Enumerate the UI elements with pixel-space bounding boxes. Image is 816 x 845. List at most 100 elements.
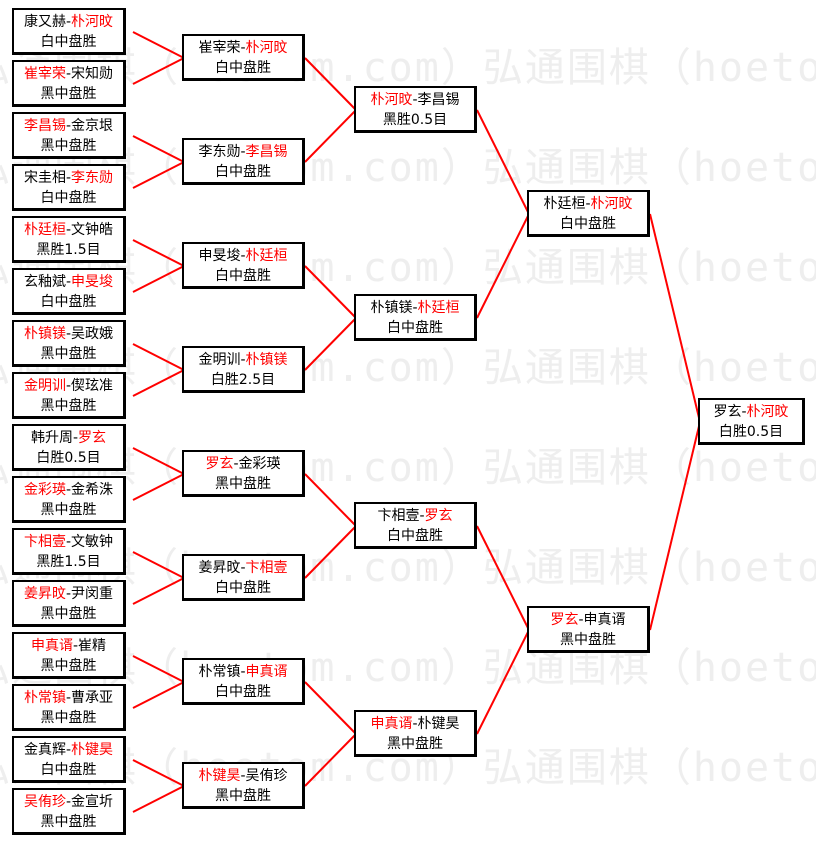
match-result: 白中盘胜 xyxy=(215,580,271,596)
match-result: 白中盘胜 xyxy=(40,762,97,778)
player-1-name: 韩升周 xyxy=(30,430,73,446)
player-2-name: 朴河旼 xyxy=(71,14,114,30)
player-2-name: 朴镇镁 xyxy=(245,352,288,368)
player-2-name: 文钟皓 xyxy=(71,222,114,238)
player-1-name: 朴镇镁 xyxy=(370,300,413,316)
player-1-name: 罗玄 xyxy=(713,404,742,420)
match-players: 金真辉-朴键昊 xyxy=(14,740,123,760)
match-players: 卞相壹-文敏钟 xyxy=(14,532,123,552)
versus-dash: - xyxy=(240,40,246,56)
match-box: 朴镇镁-吴政娥黑中盘胜 xyxy=(12,320,126,367)
player-1-name: 朴键昊 xyxy=(198,768,241,784)
player-2-name: 申真谞 xyxy=(245,664,288,680)
match-players: 罗玄-申真谞 xyxy=(529,610,647,630)
match-box: 金彩瑛-金希洙黑中盘胜 xyxy=(12,476,126,523)
match-box: 韩升周-罗玄白胜0.5目 xyxy=(12,424,126,471)
player-2-name: 金彩瑛 xyxy=(238,456,281,472)
versus-dash: - xyxy=(65,66,72,82)
player-1-name: 朴廷桓 xyxy=(543,196,586,212)
player-2-name: 朴键昊 xyxy=(71,742,114,758)
match-box: 卞相壹-文敏钟黑胜1.5目 xyxy=(12,528,126,575)
match-box: 玄釉斌-申旻埈白中盘胜 xyxy=(12,268,126,315)
match-box: 李昌锡-金京垠黑中盘胜 xyxy=(12,112,126,159)
versus-dash: - xyxy=(72,430,79,446)
player-1-name: 金真辉 xyxy=(23,742,66,758)
match-players: 金彩瑛-金希洙 xyxy=(14,480,123,500)
player-1-name: 卞相壹 xyxy=(23,534,66,550)
match-result: 黑中盘胜 xyxy=(40,502,97,518)
match-players: 金明训-偰玹准 xyxy=(14,376,123,396)
match-result: 白中盘胜 xyxy=(40,190,97,206)
match-box: 朴键昊-吴侑珍黑中盘胜 xyxy=(182,762,305,809)
match-players: 吴侑珍-金宣圻 xyxy=(14,792,123,812)
player-1-name: 金彩瑛 xyxy=(23,482,66,498)
player-1-name: 金明训 xyxy=(198,352,241,368)
player-2-name: 李昌锡 xyxy=(245,144,288,160)
versus-dash: - xyxy=(72,638,79,654)
match-result: 黑中盘胜 xyxy=(215,476,271,492)
match-players: 卞相壹-罗玄 xyxy=(356,506,474,526)
versus-dash: - xyxy=(65,118,72,134)
versus-dash: - xyxy=(65,794,72,810)
versus-dash: - xyxy=(412,92,418,108)
match-result: 黑中盘胜 xyxy=(40,606,97,622)
match-box: 朴常镇-申真谞白中盘胜 xyxy=(182,658,305,705)
match-box: 罗玄-朴河旼白胜0.5目 xyxy=(698,398,805,445)
player-1-name: 朴镇镁 xyxy=(23,326,66,342)
match-result: 黑中盘胜 xyxy=(40,346,97,362)
match-result: 白胜0.5目 xyxy=(718,424,784,440)
player-2-name: 朴河旼 xyxy=(746,404,789,420)
versus-dash: - xyxy=(65,482,72,498)
match-box: 朴常镇-曹承亚黑中盘胜 xyxy=(12,684,126,731)
player-1-name: 李昌锡 xyxy=(23,118,66,134)
player-2-name: 吴政娥 xyxy=(71,326,114,342)
match-result: 白中盘胜 xyxy=(387,528,443,544)
match-result: 白中盘胜 xyxy=(40,294,97,310)
match-result: 黑中盘胜 xyxy=(560,632,616,648)
player-1-name: 朴常镇 xyxy=(198,664,241,680)
versus-dash: - xyxy=(240,768,246,784)
player-2-name: 崔精 xyxy=(78,638,107,654)
match-players: 崔宰荣-朴河旼 xyxy=(184,38,302,58)
match-box: 朴镇镁-朴廷桓白中盘胜 xyxy=(354,294,477,341)
player-1-name: 吴侑珍 xyxy=(23,794,66,810)
player-1-name: 崔宰荣 xyxy=(23,66,66,82)
match-players: 申旻埈-朴廷桓 xyxy=(184,246,302,266)
versus-dash: - xyxy=(65,534,72,550)
player-2-name: 金京垠 xyxy=(71,118,114,134)
match-players: 朴键昊-吴侑珍 xyxy=(184,766,302,786)
player-1-name: 金明训 xyxy=(23,378,66,394)
match-players: 朴廷桓-文钟皓 xyxy=(14,220,123,240)
match-box: 朴廷桓-朴河旼白中盘胜 xyxy=(527,190,650,237)
match-box: 申真谞-朴键昊黑中盘胜 xyxy=(354,710,477,757)
player-1-name: 康又赫 xyxy=(23,14,66,30)
player-2-name: 李昌锡 xyxy=(417,92,460,108)
player-2-name: 朴河旼 xyxy=(590,196,633,212)
versus-dash: - xyxy=(578,612,584,628)
player-1-name: 朴常镇 xyxy=(23,690,66,706)
versus-dash: - xyxy=(65,222,72,238)
versus-dash: - xyxy=(65,14,72,30)
match-result: 白胜2.5目 xyxy=(210,372,276,388)
versus-dash: - xyxy=(65,742,72,758)
match-players: 姜昇旼-卞相壹 xyxy=(184,558,302,578)
match-players: 韩升周-罗玄 xyxy=(14,428,123,448)
match-players: 宋圭相-李东勋 xyxy=(14,168,123,188)
player-1-name: 卞相壹 xyxy=(377,508,420,524)
player-1-name: 申真谞 xyxy=(30,638,73,654)
match-players: 朴常镇-申真谞 xyxy=(184,662,302,682)
versus-dash: - xyxy=(240,144,246,160)
match-box: 金真辉-朴键昊白中盘胜 xyxy=(12,736,126,783)
match-box: 宋圭相-李东勋白中盘胜 xyxy=(12,164,126,211)
match-result: 白中盘胜 xyxy=(215,684,271,700)
match-result: 白胜0.5目 xyxy=(36,450,101,466)
match-players: 朴河旼-李昌锡 xyxy=(356,90,474,110)
match-result: 白中盘胜 xyxy=(387,320,443,336)
match-players: 朴镇镁-朴廷桓 xyxy=(356,298,474,318)
match-players: 罗玄-朴河旼 xyxy=(700,402,802,422)
match-players: 朴常镇-曹承亚 xyxy=(14,688,123,708)
match-box: 康又赫-朴河旼白中盘胜 xyxy=(12,8,126,55)
match-players: 罗玄-金彩瑛 xyxy=(184,454,302,474)
match-box: 姜昇旼-尹闵重黑中盘胜 xyxy=(12,580,126,627)
player-2-name: 文敏钟 xyxy=(71,534,114,550)
